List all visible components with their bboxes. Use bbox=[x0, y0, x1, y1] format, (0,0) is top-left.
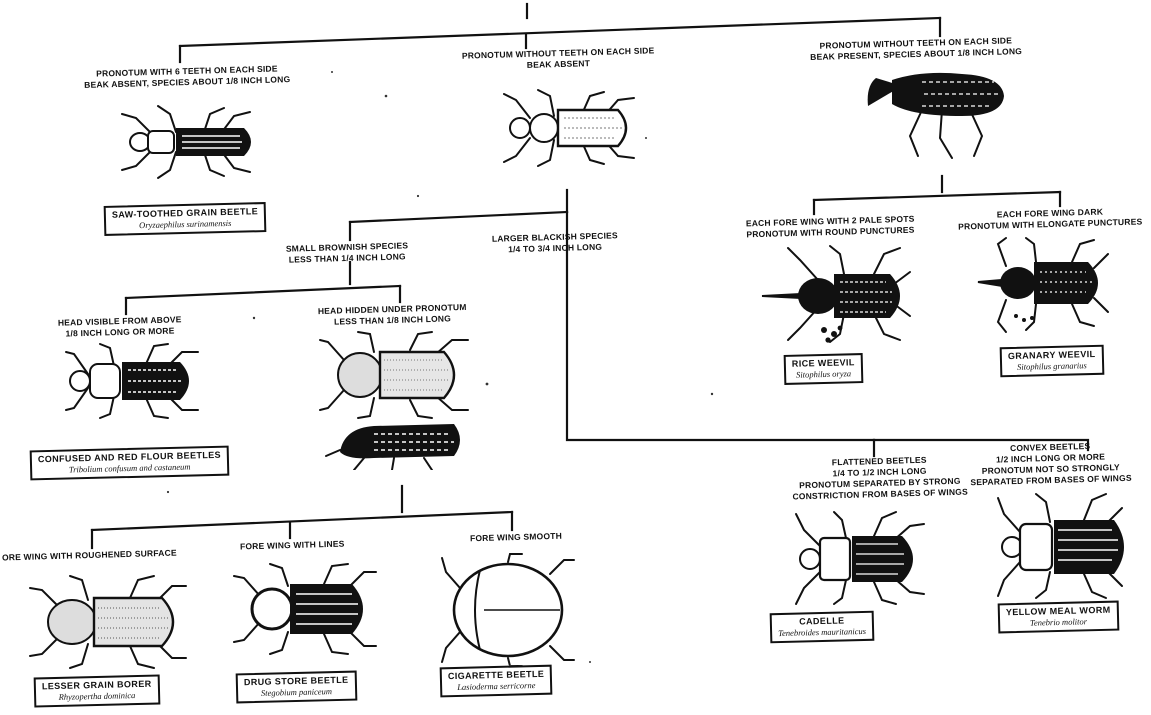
rice-weevil-illustration bbox=[760, 244, 918, 348]
species-box-cigarette: Cigarette beetle Lasioderma serricorne bbox=[440, 665, 553, 698]
bar-wing bbox=[92, 512, 512, 530]
criterion-head-hidden: Head hidden under pronotum less than 1/8… bbox=[318, 302, 467, 328]
criterion-pale-spots: Each fore wing with 2 pale spots Pronotu… bbox=[746, 214, 915, 241]
species-box-flour: Confused and red flour beetles Tribolium… bbox=[30, 446, 230, 481]
criterion-flattened: Flattened beetles 1/4 to 1/2 inch long P… bbox=[791, 454, 968, 503]
mealworm-beetle-illustration bbox=[994, 492, 1134, 600]
bar-head bbox=[126, 286, 400, 298]
cigarette-beetle-illustration bbox=[440, 552, 578, 668]
species-box-lesser-borer: Lesser grain borer Rhyzopertha dominica bbox=[34, 674, 160, 707]
criterion-head-visible: Head visible from above 1/8 inch long or… bbox=[58, 314, 182, 339]
lesser-borer-illustration bbox=[26, 574, 190, 670]
criterion-convex: Convex beetles 1/2 inch long or more Pro… bbox=[969, 440, 1131, 488]
scientific-name: Sitophilus granarius bbox=[1008, 360, 1096, 373]
species-box-rice-weevil: Rice weevil Sitophilus oryza bbox=[784, 353, 864, 385]
criterion-small-brownish: Small brownish species less than 1/4 inc… bbox=[286, 240, 409, 265]
bar-size bbox=[350, 212, 567, 222]
cadelle-illustration bbox=[790, 510, 928, 606]
species-box-cadelle: Cadelle Tenebroides mauritanicus bbox=[770, 611, 875, 644]
flour-beetle-illustration bbox=[62, 340, 204, 422]
hidden-head-beetle-illustration bbox=[314, 330, 474, 470]
scientific-name: Tenebroides mauritanicus bbox=[778, 626, 866, 639]
granary-weevil-illustration bbox=[976, 236, 1116, 336]
weevil-top-illustration bbox=[862, 66, 1012, 160]
scientific-name: Lasioderma serricorne bbox=[448, 680, 545, 693]
drugstore-beetle-illustration bbox=[232, 562, 378, 656]
species-box-mealworm: Yellow meal worm Tenebrio molitor bbox=[998, 601, 1119, 634]
scientific-name: Rhyzopertha dominica bbox=[42, 690, 152, 704]
sawtoothed-beetle-illustration bbox=[112, 104, 262, 180]
criterion-larger-blackish: Larger blackish species 1/4 to 3/4 inch … bbox=[492, 230, 619, 256]
species-box-granary-weevil: Granary weevil Sitophilus granarius bbox=[1000, 345, 1104, 378]
species-box-drugstore: Drug store beetle Stegobium paniceum bbox=[236, 671, 357, 704]
species-box-sawtoothed: Saw-toothed grain beetle Oryzaephilus su… bbox=[104, 202, 267, 236]
middle-top-beetle-illustration bbox=[500, 88, 640, 168]
bar-weevil bbox=[814, 192, 1060, 200]
scientific-name: Sitophilus oryza bbox=[792, 368, 855, 381]
